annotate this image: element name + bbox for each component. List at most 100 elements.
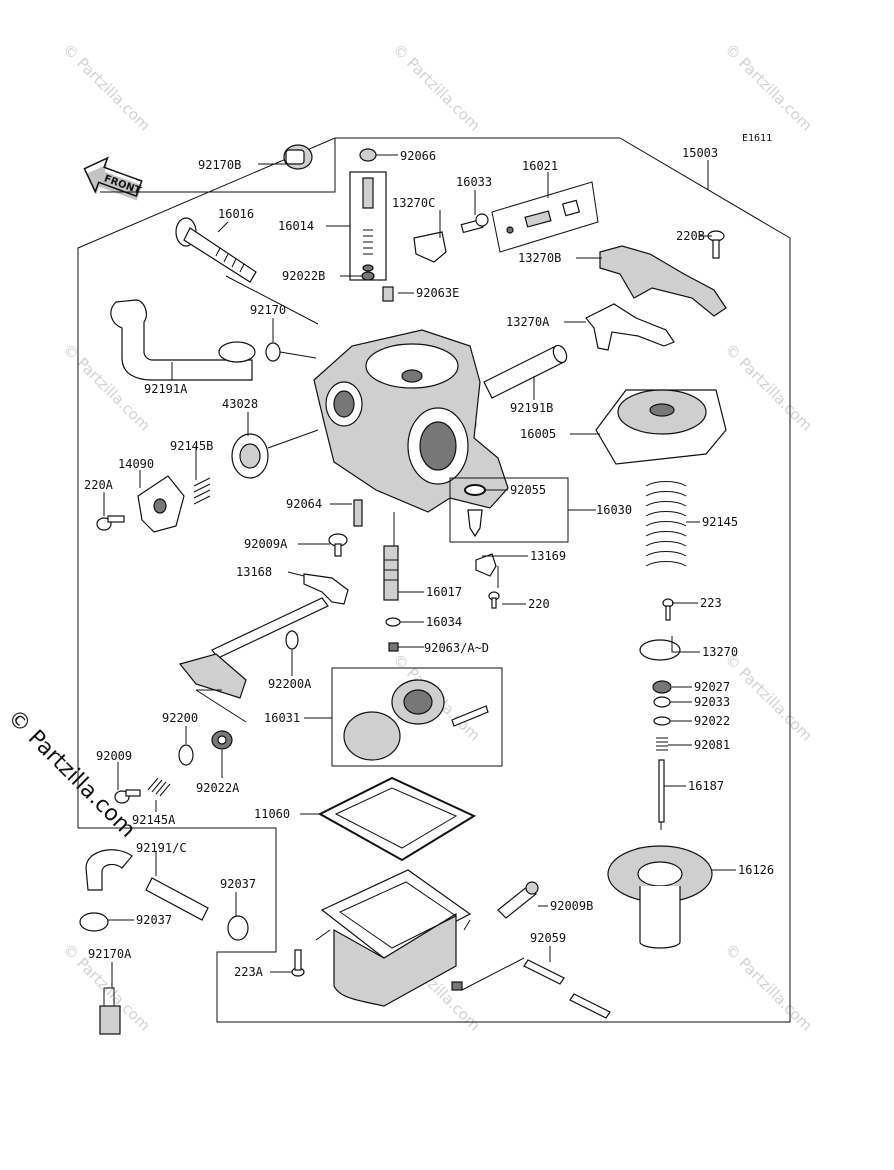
spring-92145b xyxy=(193,477,211,505)
throttle-shaft xyxy=(178,597,329,699)
label-16033: 16033 xyxy=(456,175,492,189)
label-220: 220 xyxy=(528,597,550,611)
spring-92145 xyxy=(645,481,687,567)
watermark: © Partzilla.com xyxy=(389,40,484,135)
label-92191c: 92191/C xyxy=(136,841,187,855)
screw-223 xyxy=(662,598,674,621)
label-92009: 92009 xyxy=(96,749,132,763)
bracket-13270b xyxy=(599,245,727,317)
clip-92037-b xyxy=(227,915,249,941)
label-92191b: 92191B xyxy=(510,401,553,415)
label-92191a: 92191A xyxy=(144,382,188,396)
screw-92009b xyxy=(497,881,539,919)
screw-92009a xyxy=(328,533,348,557)
label-92200: 92200 xyxy=(162,711,198,725)
label-13168: 13168 xyxy=(236,565,272,579)
label-92022a: 92022A xyxy=(196,781,240,795)
drain-tube-92059 xyxy=(461,957,611,1019)
label-92170b: 92170B xyxy=(198,158,241,172)
pilot-screw-16014 xyxy=(349,171,387,281)
float-valve-needle xyxy=(467,509,483,538)
label-16187: 16187 xyxy=(688,779,724,793)
label-92064: 92064 xyxy=(286,497,322,511)
outline-notch xyxy=(100,138,336,193)
screw-92009 xyxy=(114,789,141,804)
label-92145b: 92145B xyxy=(170,439,213,453)
label-92066: 92066 xyxy=(400,149,436,163)
label-92145a: 92145A xyxy=(132,813,176,827)
o-ring-92055 xyxy=(464,484,486,496)
label-92170: 92170 xyxy=(250,303,286,317)
choke-plunger-16016 xyxy=(175,217,257,283)
jet-92064 xyxy=(353,499,363,527)
label-14090: 14090 xyxy=(118,457,154,471)
watermark: © Partzilla.com xyxy=(59,40,154,135)
label-92037a: 92037 xyxy=(136,913,172,927)
label-16021: 16021 xyxy=(522,159,558,173)
hose-92191a-end xyxy=(218,341,256,363)
label-13270a: 13270A xyxy=(506,315,550,329)
assembly-outline xyxy=(77,137,791,1023)
spring-92145a xyxy=(147,777,171,797)
strap-92170a xyxy=(99,987,121,1035)
label-16005: 16005 xyxy=(520,427,556,441)
diaphragm-43028 xyxy=(231,433,269,479)
label-13270b: 13270B xyxy=(518,251,561,265)
hose-92191b xyxy=(483,344,568,399)
clip-92170 xyxy=(265,342,281,362)
shaft-leader xyxy=(195,689,247,723)
jet-92063e xyxy=(382,286,394,302)
throttle-valve-16031 xyxy=(343,679,489,761)
screw-220 xyxy=(488,591,500,609)
label-92145: 92145 xyxy=(702,515,738,529)
label-92037b: 92037 xyxy=(220,877,256,891)
clip-92033 xyxy=(653,696,671,708)
clip-92037-a xyxy=(79,912,109,932)
washer-92027 xyxy=(652,680,672,694)
label-13169: 13169 xyxy=(530,549,566,563)
label-223: 223 xyxy=(700,596,722,610)
label-15003: 15003 xyxy=(682,146,718,160)
label-16017: 16017 xyxy=(426,585,462,599)
o-ring-16034 xyxy=(385,617,401,627)
carburetor-body xyxy=(313,329,509,513)
label-13270c: 13270C xyxy=(392,196,435,210)
label-16034: 16034 xyxy=(426,615,462,629)
plate-13270 xyxy=(639,639,681,661)
throttle-box-16031 xyxy=(331,667,503,767)
label-92081: 92081 xyxy=(694,738,730,752)
spring-92081 xyxy=(656,737,668,751)
label-16030: 16030 xyxy=(596,503,632,517)
washer-92022 xyxy=(653,716,671,726)
washer-92200 xyxy=(178,744,194,766)
label-220b: 220B xyxy=(676,229,705,243)
watermark: © Partzilla.com xyxy=(721,650,816,745)
label-16016: 16016 xyxy=(218,207,254,221)
hose-92191a xyxy=(110,299,253,381)
front-arrow: FRONT xyxy=(83,156,143,201)
diagram-code: E1611 xyxy=(742,133,772,144)
label-223a: 223A xyxy=(234,965,264,979)
label-92200a: 92200A xyxy=(268,677,312,691)
label-92063ad: 92063/A~D xyxy=(424,641,489,655)
washer-92022b xyxy=(361,271,375,281)
watermark: © Partzilla.com xyxy=(721,40,816,135)
label-92059: 92059 xyxy=(530,931,566,945)
label-92022b: 92022B xyxy=(282,269,325,283)
label-92063e: 92063E xyxy=(416,286,459,300)
idle-screw-16021 xyxy=(506,199,581,234)
label-13270: 13270 xyxy=(702,645,738,659)
bracket-13270c xyxy=(413,231,447,263)
clamp-92170b xyxy=(283,144,313,170)
screw-220b xyxy=(707,230,725,259)
screw-220a xyxy=(96,515,125,531)
label-16031: 16031 xyxy=(264,711,300,725)
top-cover-16005 xyxy=(595,389,727,465)
label-92022: 92022 xyxy=(694,714,730,728)
label-16014: 16014 xyxy=(278,219,314,233)
label-220a: 220A xyxy=(84,478,114,492)
label-92055: 92055 xyxy=(510,483,546,497)
hose-92191c xyxy=(85,849,209,921)
label-43028: 43028 xyxy=(222,397,258,411)
cover-14090-hole xyxy=(153,498,167,514)
